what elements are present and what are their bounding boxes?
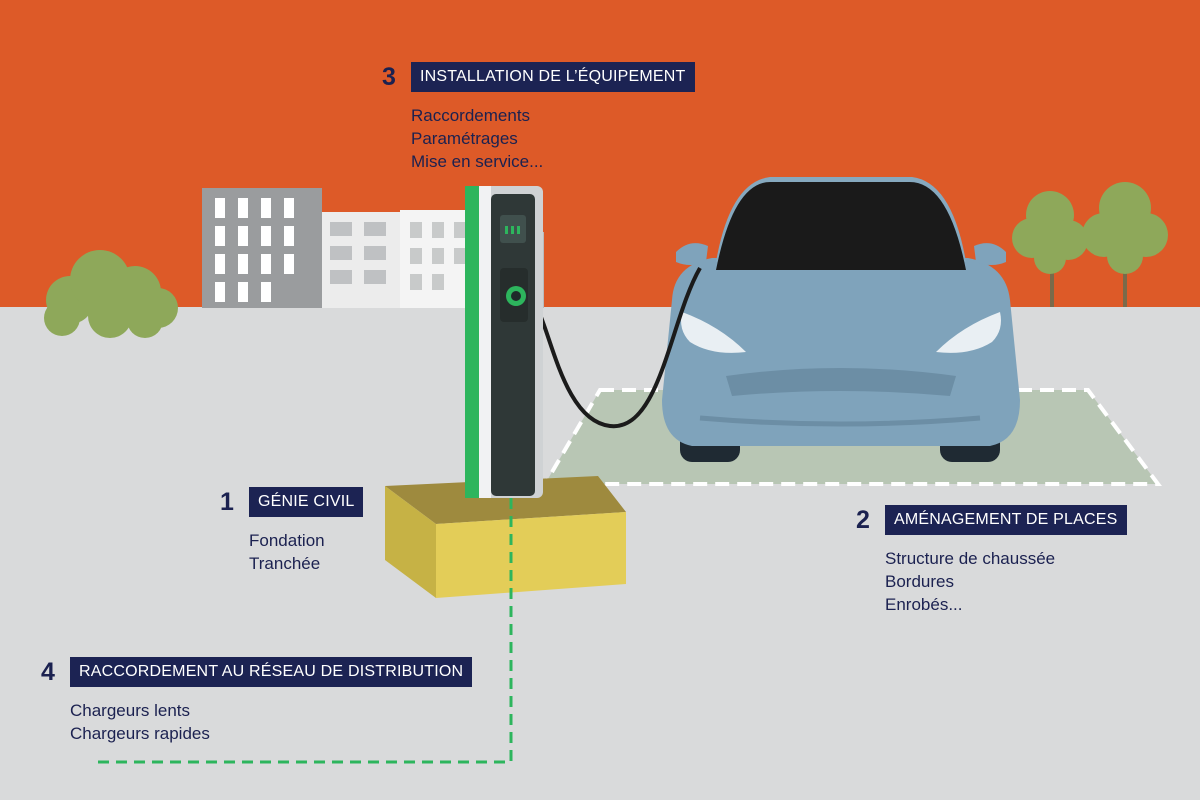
step-1-number: 1: [220, 487, 234, 516]
step-2-item: Bordures: [885, 572, 954, 591]
step-4-number: 4: [41, 657, 55, 686]
step-2-parking-layout: 2 AMÉNAGEMENT DE PLACES Structure de cha…: [851, 505, 1127, 616]
charging-station-illustration: [465, 186, 543, 498]
step-3-item: Paramétrages: [411, 129, 518, 148]
car-illustration: [662, 177, 1020, 462]
step-2-header: 2 AMÉNAGEMENT DE PLACES: [851, 505, 1127, 535]
step-1-item: Tranchée: [249, 554, 321, 573]
step-3-number: 3: [382, 62, 396, 91]
step-4-grid-connection: 4 RACCORDEMENT AU RÉSEAU DE DISTRIBUTION…: [36, 657, 473, 745]
step-2-item: Enrobés...: [885, 595, 963, 614]
step-2-number: 2: [856, 505, 870, 534]
step-1-header: 1 GÉNIE CIVIL: [215, 487, 364, 517]
step-3-header: 3 INSTALLATION DE L’ÉQUIPEMENT: [377, 62, 695, 92]
step-2-title: AMÉNAGEMENT DE PLACES: [885, 505, 1127, 535]
foundation-block: [385, 476, 626, 598]
step-3-item: Mise en service...: [411, 152, 544, 171]
step-3-items: Raccordements Paramétrages Mise en servi…: [411, 104, 695, 173]
step-4-title: RACCORDEMENT AU RÉSEAU DE DISTRIBUTION: [70, 657, 473, 687]
step-2-items: Structure de chaussée Bordures Enrobés..…: [885, 547, 1127, 616]
step-1-title: GÉNIE CIVIL: [249, 487, 364, 517]
step-3-installation: 3 INSTALLATION DE L’ÉQUIPEMENT Raccordem…: [377, 62, 695, 173]
bush-illustration: [44, 250, 178, 338]
step-3-title: INSTALLATION DE L’ÉQUIPEMENT: [411, 62, 695, 92]
step-4-item: Chargeurs lents: [70, 701, 191, 720]
step-1-items: Fondation Tranchée: [249, 529, 363, 575]
trees-illustration: [1012, 182, 1168, 307]
step-4-header: 4 RACCORDEMENT AU RÉSEAU DE DISTRIBUTION: [36, 657, 473, 687]
charging-cable: [526, 267, 702, 429]
step-4-items: Chargeurs lents Chargeurs rapides: [70, 699, 472, 745]
step-2-item: Structure de chaussée: [885, 549, 1056, 568]
step-1-civil-engineering: 1 GÉNIE CIVIL Fondation Tranchée: [215, 487, 364, 575]
step-4-item: Chargeurs rapides: [70, 724, 210, 743]
step-3-item: Raccordements: [411, 106, 531, 125]
step-1-item: Fondation: [249, 531, 325, 550]
